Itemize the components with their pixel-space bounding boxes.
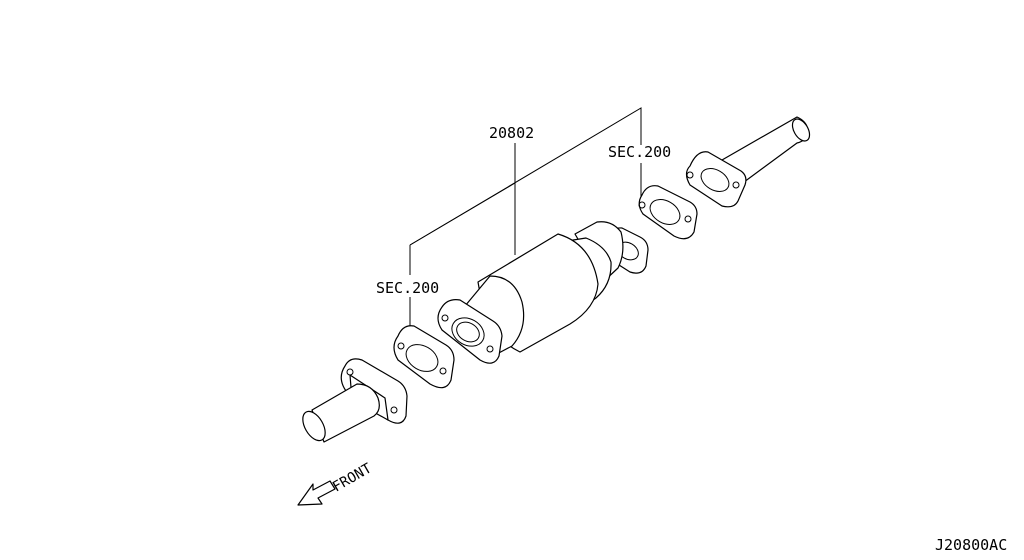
leader-lines [409, 107, 642, 338]
sec-reference-lower-label: SEC.200 [376, 279, 439, 297]
catalytic-converter [437, 221, 649, 364]
lower-gasket [393, 325, 455, 389]
front-exhaust-pipe [302, 358, 408, 443]
rear-exhaust-pipe [685, 116, 811, 208]
part-number-label: 20802 [489, 124, 534, 142]
sec-reference-upper-label: SEC.200 [608, 143, 671, 161]
upper-gasket [638, 185, 698, 240]
front-direction-label: FRONT [330, 460, 375, 495]
front-arrow-icon [297, 480, 336, 506]
diagram-code-label: J20800AC [935, 536, 1007, 554]
